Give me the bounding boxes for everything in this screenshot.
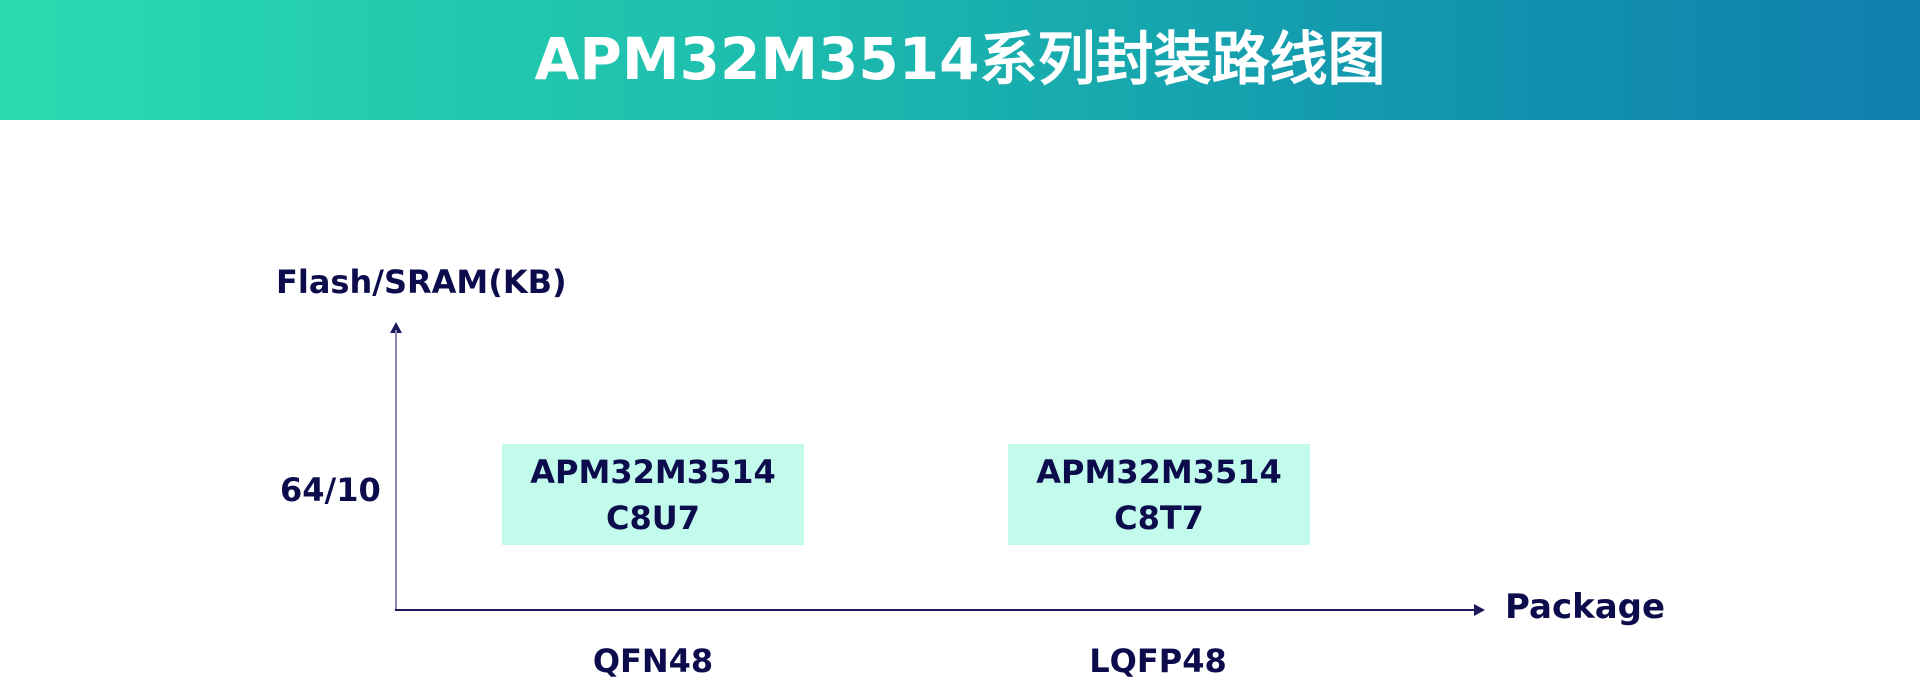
y-axis-line (395, 330, 397, 611)
y-axis-arrow-icon (390, 322, 402, 333)
chip-box-c8u7: APM32M3514 C8U7 (502, 444, 804, 545)
y-tick-label: 64/10 (280, 471, 381, 509)
x-axis-label: Package (1505, 587, 1666, 627)
header-banner: APM32M3514系列封装路线图 (0, 0, 1920, 120)
chip-name: APM32M3514 (530, 452, 776, 491)
x-axis-line (395, 609, 1475, 611)
page-title: APM32M3514系列封装路线图 (534, 25, 1386, 93)
chip-box-c8t7: APM32M3514 C8T7 (1008, 444, 1310, 545)
chip-suffix: C8T7 (1114, 498, 1204, 537)
chip-suffix: C8U7 (606, 498, 700, 537)
x-tick-label-lqfp48: LQFP48 (1089, 642, 1227, 680)
y-axis-label: Flash/SRAM(KB) (276, 263, 567, 301)
chip-name: APM32M3514 (1036, 452, 1282, 491)
x-axis-arrow-icon (1474, 604, 1485, 616)
x-tick-label-qfn48: QFN48 (592, 642, 714, 680)
